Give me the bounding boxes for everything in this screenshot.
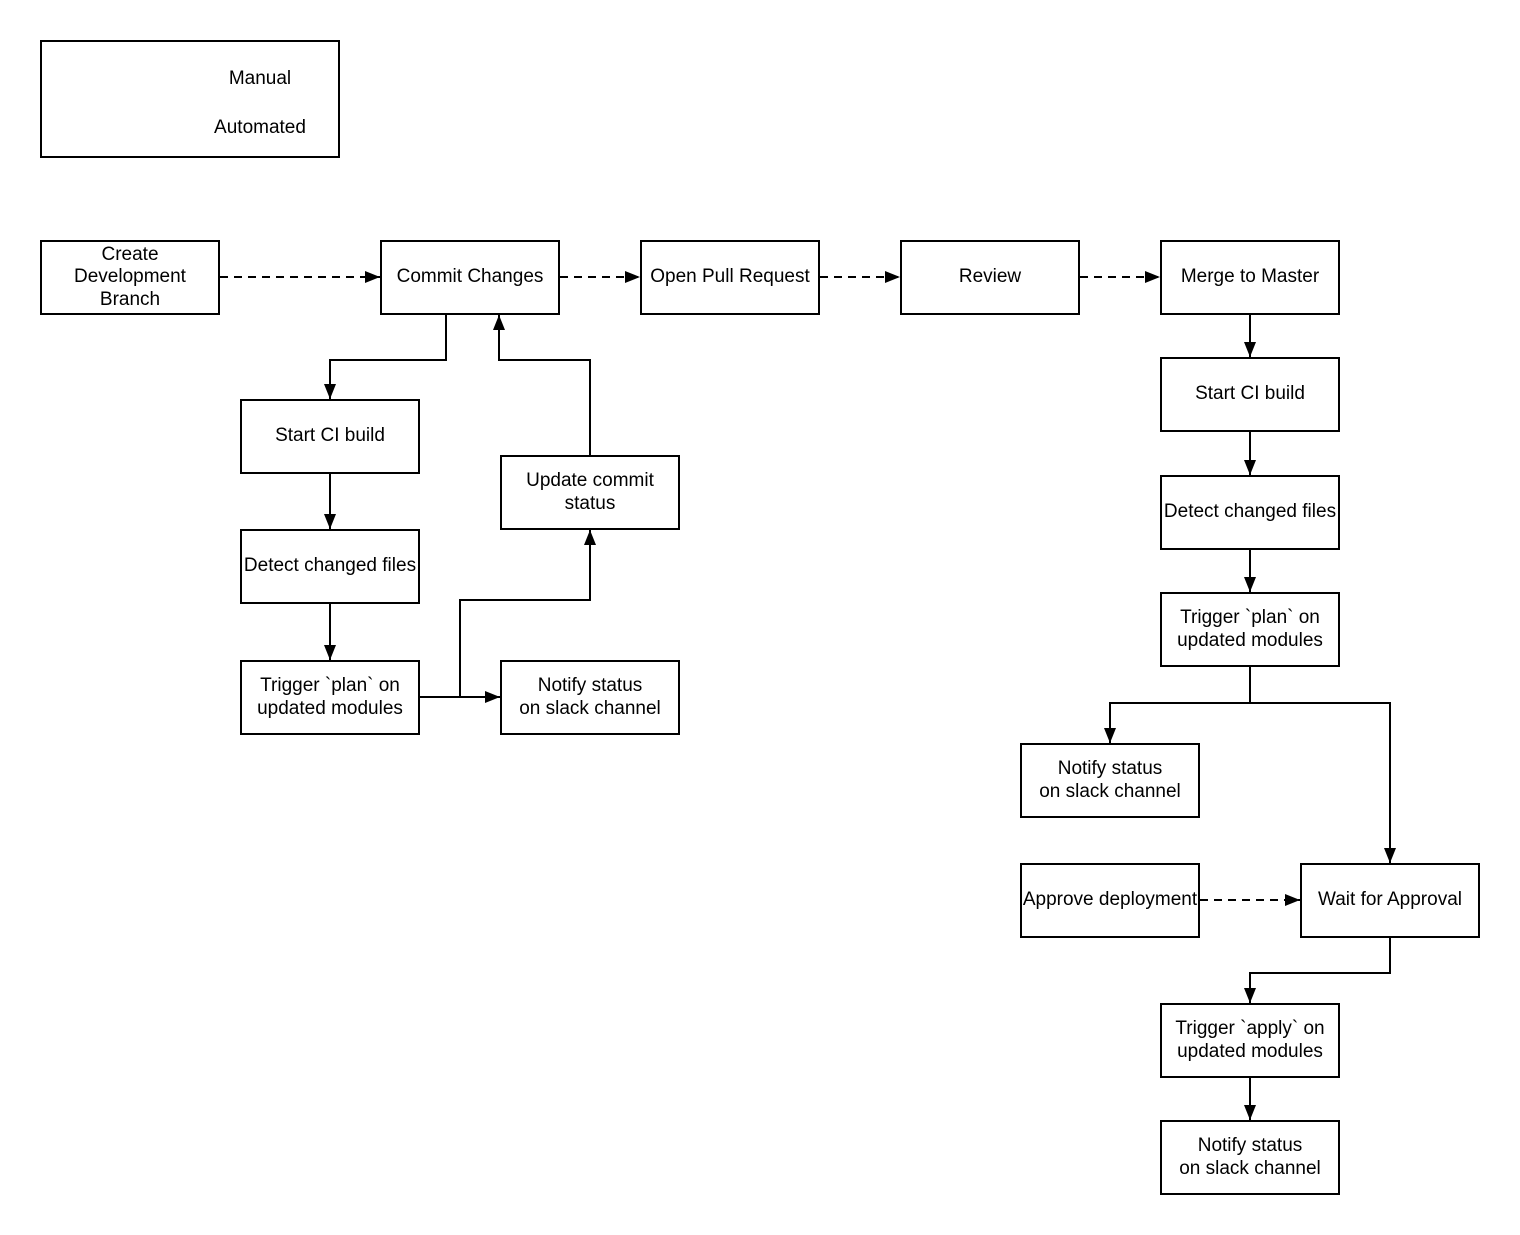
node-start-ci-build-right: Start CI build — [1160, 357, 1340, 432]
node-approve-deployment: Approve deployment — [1020, 863, 1200, 938]
node-detect-changed-files-right: Detect changed files — [1160, 475, 1340, 550]
node-start-ci-build-left: Start CI build — [240, 399, 420, 474]
node-open-pull-request: Open Pull Request — [640, 240, 820, 315]
edge-plan-to-wait — [1249, 667, 1396, 863]
legend-label-manual: Manual — [228, 68, 292, 89]
node-notify-slack-left: Notify status on slack channel — [500, 660, 680, 735]
legend — [40, 40, 340, 158]
node-trigger-plan-right: Trigger `plan` on updated modules — [1160, 592, 1340, 667]
node-trigger-apply: Trigger `apply` on updated modules — [1160, 1003, 1340, 1078]
edge-plan-to-update-status — [459, 530, 596, 697]
edge-wait-to-apply — [1244, 938, 1391, 1003]
node-create-development-branch: Create Development Branch — [40, 240, 220, 315]
node-notify-slack-plan: Notify status on slack channel — [1020, 743, 1200, 818]
node-wait-for-approval: Wait for Approval — [1300, 863, 1480, 938]
edge-update-status-to-commit — [493, 315, 591, 455]
node-update-commit-status: Update commit status — [500, 455, 680, 530]
node-review: Review — [900, 240, 1080, 315]
legend-label-automated: Automated — [214, 117, 306, 138]
node-merge-to-master: Merge to Master — [1160, 240, 1340, 315]
edge-commit-to-startci-left — [324, 315, 447, 399]
edge-plan-to-notify-right — [1104, 702, 1250, 743]
node-notify-slack-apply: Notify status on slack channel — [1160, 1120, 1340, 1195]
node-trigger-plan-left: Trigger `plan` on updated modules — [240, 660, 420, 735]
node-commit-changes: Commit Changes — [380, 240, 560, 315]
node-detect-changed-files-left: Detect changed files — [240, 529, 420, 604]
